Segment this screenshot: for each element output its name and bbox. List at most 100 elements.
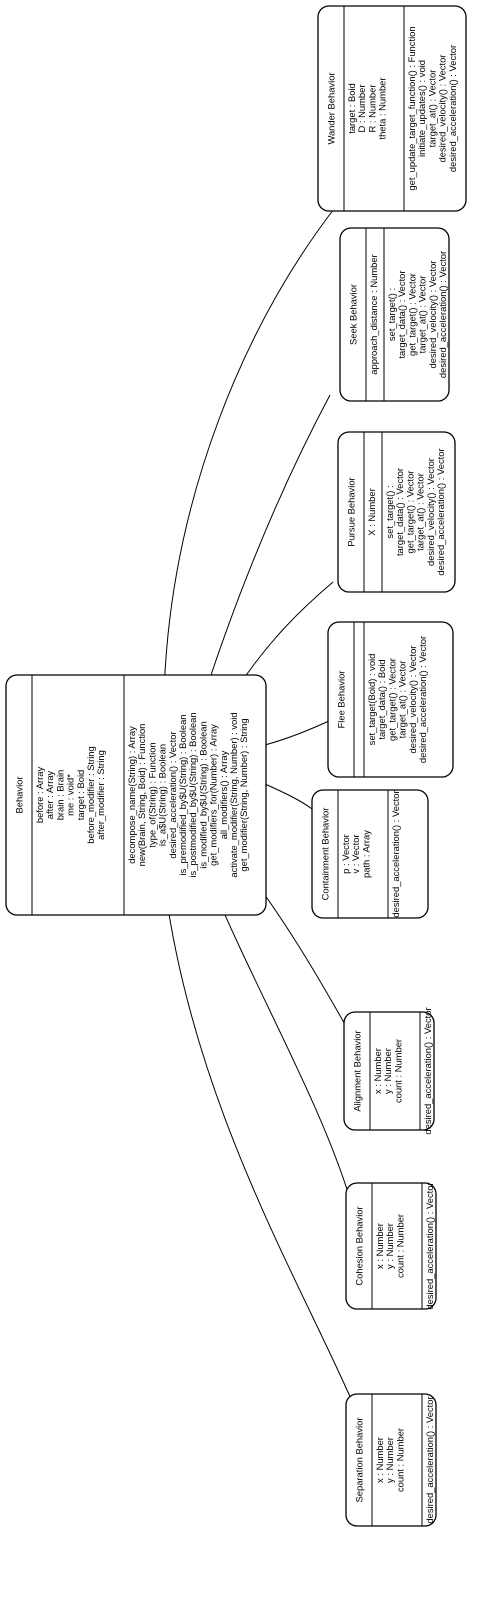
class-attribute: after : Array [44, 770, 55, 819]
class-method: desired_acceleration() : Vector [437, 251, 448, 378]
class-method: desired_velocity() : Vector [427, 261, 438, 369]
class-method: new(Brain, String, Boid) : Function [136, 724, 147, 867]
class-method: is_a$U(String) : Boolean [157, 744, 168, 846]
class-method: target_at() : Vector [426, 70, 437, 148]
class-method: desired_acceleration() : Vector [424, 1182, 435, 1309]
class-attribute: before_modifier : String [85, 746, 96, 843]
class-frame [327, 621, 454, 778]
class-name: Containment Behavior [320, 808, 331, 901]
class-method: set_target() : [386, 288, 397, 341]
edge-line [264, 718, 334, 746]
edge-line [237, 581, 334, 688]
class-frame [343, 1011, 435, 1131]
class-attribute: y : Number [384, 1437, 395, 1483]
class-frame [311, 789, 429, 919]
class-method: set_target(Boid) : void [366, 654, 377, 746]
class-attribute: count : Number [394, 1428, 405, 1492]
class-attribute: me : void* [65, 774, 76, 816]
class-method: get_target() : Vector [386, 658, 397, 741]
class-method: desired_acceleration() : Vector [167, 731, 178, 858]
class-name: Separation Behavior [354, 1418, 365, 1503]
class-attribute: y : Number [382, 1048, 393, 1094]
class-method: get_update_target_function() : Function [406, 26, 417, 190]
class-method: get_modifiers_for(Number) : Array [208, 724, 219, 866]
class-method: target_at() : Vector [415, 473, 426, 551]
class-attribute: target : Boid [346, 83, 357, 134]
class-attribute: x : Number [374, 1437, 385, 1483]
class-name: Wander Behavior [326, 72, 337, 144]
class-method: activate_modifier(String, Number) : void [228, 712, 239, 877]
class-name: Flee Behavior [336, 671, 347, 729]
class-frame [317, 5, 467, 212]
class-name: Alignment Behavior [352, 1030, 363, 1111]
edge-line [262, 782, 313, 810]
class-attribute: approach_distance : Number [368, 254, 379, 374]
edge-line [164, 204, 338, 678]
class-method: get_modifier(String, Number) : String [238, 718, 249, 871]
class-seek: Seek Behavior approach_distance : Number s… [339, 227, 450, 402]
class-method: desired_acceleration() : Vector [447, 45, 458, 172]
class-method: desired_velocity() : Vector [425, 458, 436, 566]
class-method: target_at() : Vector [417, 276, 428, 354]
class-attribute: count : Number [394, 1214, 405, 1278]
class-method: get_target() : Vector [404, 471, 415, 554]
class-method: target_at() : Vector [397, 661, 408, 739]
class-method: get_target() : Vector [406, 273, 417, 356]
class-frame [345, 1182, 437, 1310]
class-method: target_data() : Boid [376, 659, 387, 739]
class-attribute: X : Number [366, 488, 377, 535]
class-frame [339, 227, 450, 402]
class-attribute: theta : Number [377, 77, 388, 139]
class-name: Seek Behavior [348, 284, 359, 345]
class-method: set_target() : [384, 485, 395, 538]
class-method: desired_acceleration() : Vector [422, 1007, 433, 1134]
class-attribute: p : Vector [340, 834, 351, 874]
class-attribute: path : Array [360, 830, 371, 878]
edge-line [209, 394, 331, 678]
class-method: type_of(String) : Function [146, 742, 157, 847]
class-method: is_modified_by$U(String) : Boolean [197, 721, 208, 868]
class-attribute: brain : Brain [54, 770, 65, 821]
class-method: desired_velocity() : Vector [407, 646, 418, 754]
class-attribute: y : Number [384, 1223, 395, 1269]
edge-seek-to-behavior [205, 394, 331, 690]
class-method: desired_acceleration() : Vector [390, 790, 401, 917]
class-attribute: v : Vector [350, 834, 361, 873]
class-method: all_modifiers() : Array [218, 750, 229, 839]
class-method: desired_acceleration() : Vector [424, 1396, 435, 1523]
class-method: initiate_updates() : void [416, 60, 427, 157]
class-method: is_premodified_by$U(String) : Boolean [177, 714, 188, 875]
class-frame [345, 1393, 437, 1527]
class-attribute: before : Array [34, 767, 45, 824]
class-attribute: x : Number [372, 1048, 383, 1094]
class-method: desired_velocity() : Vector [437, 55, 448, 163]
class-name: Behavior [14, 776, 25, 813]
class-attribute: R : Number [366, 85, 377, 133]
class-attribute: x : Number [374, 1223, 385, 1269]
class-attribute: after_modifier : String [95, 750, 106, 840]
class-attribute: D : Number [356, 85, 367, 133]
class-attribute: target : Boid [75, 770, 86, 821]
edge-line [161, 867, 356, 1409]
class-frame [5, 674, 267, 916]
class-method: desired_acceleration() : Vector [417, 636, 428, 763]
class-method: decompose_name(String) : Array [126, 726, 137, 864]
class-attribute: count : Number [392, 1039, 403, 1103]
class-method: desired_acceleration() : Vector [435, 448, 446, 575]
class-name: Pursue Behavior [346, 477, 357, 546]
class-method: target_data() : Vector [394, 468, 405, 556]
class-name: Cohesion Behavior [354, 1206, 365, 1285]
class-method: target_data() : Vector [396, 270, 407, 358]
class-method: is_postmodified_by$U(String) : Boolean [187, 712, 198, 877]
edge-wander-to-behavior [159, 204, 338, 690]
class-frame [337, 431, 456, 593]
